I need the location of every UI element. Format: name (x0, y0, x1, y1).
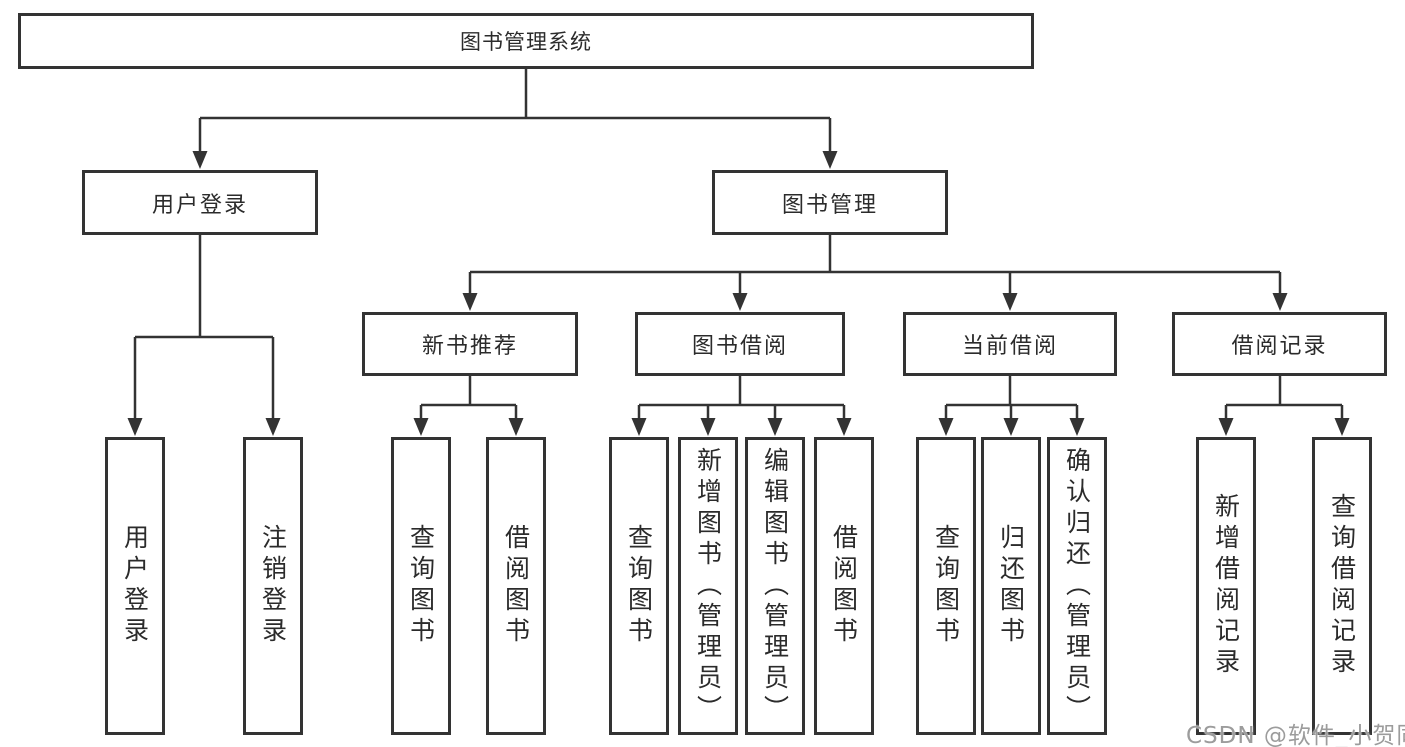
node-label: 图书借阅 (691, 334, 788, 359)
leaf-label: 借阅图书 (829, 524, 859, 648)
leaf-label: 借阅图书 (501, 524, 531, 648)
node-book-management: 图书管理 (712, 170, 948, 235)
leaf-label: 新增图书（管理员） (693, 446, 723, 726)
leaf-edit-book-admin: 编辑图书（管理员） (745, 437, 805, 735)
leaf-query-books-borrow: 查询图书 (609, 437, 669, 735)
leaf-return-book: 归还图书 (981, 437, 1041, 735)
leaf-label: 归还图书 (996, 524, 1026, 648)
leaf-label: 注销登录 (258, 524, 288, 648)
leaf-query-borrow-record: 查询借阅记录 (1312, 437, 1372, 735)
node-current-borrow: 当前借阅 (903, 312, 1117, 376)
leaf-add-book-admin: 新增图书（管理员） (678, 437, 738, 735)
leaf-confirm-return-admin: 确认归还（管理员） (1047, 437, 1107, 735)
leaf-label: 查询图书 (624, 524, 654, 648)
node-label: 借阅记录 (1231, 334, 1328, 359)
node-book-borrow: 图书借阅 (635, 312, 845, 376)
leaf-label: 查询图书 (931, 524, 961, 648)
leaf-query-books-recommend: 查询图书 (391, 437, 451, 735)
leaf-add-borrow-record: 新增借阅记录 (1196, 437, 1256, 735)
node-label: 当前借阅 (961, 334, 1058, 359)
node-root-system: 图书管理系统 (18, 13, 1034, 69)
leaf-logout: 注销登录 (243, 437, 303, 735)
node-borrow-records: 借阅记录 (1172, 312, 1387, 376)
watermark: CSDN @软件_小贺同学 (1186, 723, 1405, 747)
node-label: 新书推荐 (421, 334, 518, 359)
leaf-label: 用户登录 (120, 524, 150, 648)
connector-edges (133, 69, 1344, 420)
leaf-borrow-books-recommend: 借阅图书 (486, 437, 546, 735)
leaf-query-books-current: 查询图书 (916, 437, 976, 735)
node-label: 图书管理 (781, 192, 878, 218)
node-label: 用户登录 (151, 192, 248, 218)
leaf-user-login: 用户登录 (105, 437, 165, 735)
arrowhead-icons (127, 151, 1350, 436)
node-new-book-recommend: 新书推荐 (362, 312, 578, 376)
leaf-label: 查询借阅记录 (1327, 493, 1357, 679)
leaf-label: 编辑图书（管理员） (760, 446, 790, 726)
leaf-label: 确认归还（管理员） (1062, 446, 1092, 726)
leaf-borrow-books: 借阅图书 (814, 437, 874, 735)
root-title: 图书管理系统 (460, 30, 592, 54)
leaf-label: 新增借阅记录 (1211, 493, 1241, 679)
leaf-label: 查询图书 (406, 524, 436, 648)
node-user-login: 用户登录 (82, 170, 318, 235)
